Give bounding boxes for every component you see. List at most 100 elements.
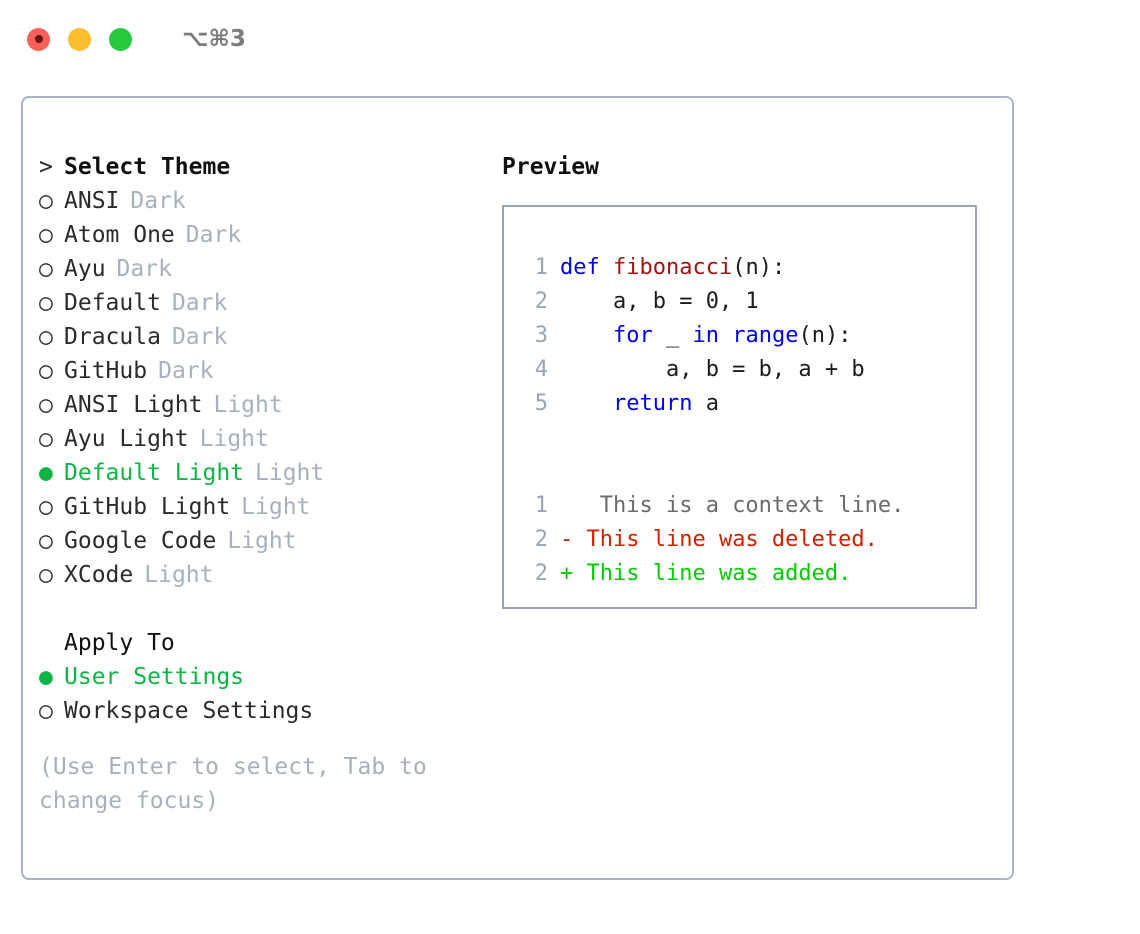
- theme-option-label: Dracula: [64, 324, 161, 350]
- radio-icon[interactable]: ○: [39, 256, 53, 282]
- theme-option-google-code[interactable]: ○ Google Code Light: [39, 524, 499, 558]
- radio-selected-icon[interactable]: ●: [39, 664, 53, 690]
- theme-option-label: XCode: [64, 562, 134, 588]
- spacer-icon: ○: [39, 626, 64, 660]
- radio-icon[interactable]: ○: [39, 698, 53, 724]
- radio-icon[interactable]: ○: [39, 290, 53, 316]
- theme-option-ayu-dark[interactable]: ○ Ayu Dark: [39, 252, 499, 286]
- theme-option-label: Atom One: [64, 222, 175, 248]
- close-button[interactable]: [27, 27, 50, 51]
- theme-variant-tag: Dark: [185, 222, 242, 248]
- radio-icon[interactable]: ○: [39, 358, 53, 384]
- maximize-button[interactable]: [109, 27, 132, 51]
- theme-option-atom-one-dark[interactable]: ○ Atom One Dark: [39, 218, 499, 252]
- radio-icon[interactable]: ○: [39, 426, 53, 452]
- line-number: 1: [534, 493, 548, 518]
- code-line: 5 return a: [522, 387, 975, 421]
- code-token-plain: [560, 387, 613, 421]
- apply-option-label: Workspace Settings: [64, 698, 314, 724]
- theme-variant-tag: Light: [255, 460, 325, 486]
- line-number: 4: [534, 357, 548, 382]
- section-spacer: [39, 592, 499, 626]
- code-line: 4 a, b = b, a + b: [522, 353, 975, 387]
- radio-selected-icon[interactable]: ●: [39, 460, 53, 486]
- diff-marker: -: [560, 527, 574, 552]
- theme-variant-tag: Dark: [158, 358, 214, 384]
- keyboard-shortcut-label: ⌥⌘3: [182, 26, 246, 52]
- apply-to-heading: ○Apply To: [39, 626, 499, 660]
- code-token-plain: a: [692, 391, 719, 416]
- window-titlebar: ⌥⌘3: [0, 0, 1140, 78]
- line-number: 1: [534, 255, 548, 280]
- radio-icon[interactable]: ○: [39, 494, 53, 520]
- line-number: 2: [534, 527, 548, 552]
- diff-text: This line was added.: [573, 561, 852, 586]
- theme-option-label: ANSI: [64, 188, 120, 214]
- theme-variant-tag: Dark: [130, 188, 186, 214]
- select-theme-heading: > Select Theme: [39, 150, 499, 184]
- theme-option-ansi-dark[interactable]: ○ ANSI Dark: [39, 184, 499, 218]
- diff-line-added: 2+ This line was added.: [522, 557, 975, 591]
- line-number: 2: [534, 289, 548, 314]
- code-token-keyword: def: [560, 255, 613, 280]
- radio-icon[interactable]: ○: [39, 188, 53, 214]
- code-blank-line: [522, 455, 975, 489]
- traffic-light-group: [27, 27, 132, 51]
- theme-variant-tag: Dark: [171, 290, 228, 316]
- theme-option-label: GitHub: [64, 358, 148, 384]
- code-blank-line: [522, 421, 975, 455]
- theme-option-ayu-light[interactable]: ○ Ayu Light Light: [39, 422, 499, 456]
- theme-variant-tag: Light: [199, 426, 269, 452]
- line-number: 3: [534, 323, 548, 348]
- theme-option-label: Ayu: [64, 256, 106, 282]
- code-token-plain: a, b = b, a + b: [560, 357, 865, 382]
- select-theme-heading-label: Select Theme: [64, 154, 231, 180]
- theme-option-label: Ayu Light: [64, 426, 189, 452]
- theme-option-default-light[interactable]: ● Default Light Light: [39, 456, 499, 490]
- keyboard-hint-text: (Use Enter to select, Tab to change focu…: [39, 754, 427, 814]
- code-line: 1 def fibonacci(n):: [522, 251, 975, 285]
- code-token-plain: (n):: [732, 255, 786, 280]
- diff-marker: [560, 489, 573, 523]
- heading-prefix-icon: >: [39, 154, 53, 180]
- code-token-keyword: return: [612, 391, 693, 416]
- theme-option-label: Google Code: [64, 528, 217, 554]
- apply-option-workspace-settings[interactable]: ○ Workspace Settings: [39, 694, 499, 728]
- radio-icon[interactable]: ○: [39, 528, 53, 554]
- radio-icon[interactable]: ○: [39, 222, 53, 248]
- radio-icon[interactable]: ○: [39, 324, 53, 350]
- theme-variant-tag: Dark: [116, 256, 172, 282]
- code-token-plain: [560, 319, 613, 353]
- apply-option-user-settings[interactable]: ●User Settings: [39, 660, 499, 694]
- theme-variant-tag: Dark: [171, 324, 228, 350]
- diff-line-context: 1 This is a context line.: [522, 489, 975, 523]
- theme-variant-tag: Light: [227, 528, 297, 554]
- code-line: 3 for _ in range(n):: [522, 319, 975, 353]
- theme-option-label: ANSI Light: [64, 392, 203, 418]
- code-line: 2 a, b = 0, 1: [522, 285, 975, 319]
- radio-icon[interactable]: ○: [39, 392, 53, 418]
- code-token-keyword: in: [692, 323, 719, 348]
- code-token-plain: (n):: [798, 323, 852, 348]
- theme-option-ansi-light[interactable]: ○ ANSI Light Light: [39, 388, 499, 422]
- code-token-keyword: range: [732, 323, 799, 348]
- theme-variant-tag: Light: [241, 494, 311, 520]
- diff-line-deleted: 2- This line was deleted.: [522, 523, 975, 557]
- minimize-button[interactable]: [68, 27, 91, 51]
- theme-option-label: Default Light: [64, 460, 245, 486]
- theme-variant-tag: Light: [213, 392, 283, 418]
- theme-option-dracula-dark[interactable]: ○ Dracula Dark: [39, 320, 499, 354]
- line-number: 5: [534, 391, 548, 416]
- code-token-keyword: for: [612, 323, 653, 348]
- code-token-function: fibonacci: [612, 255, 733, 280]
- theme-option-github-dark[interactable]: ○ GitHub Dark: [39, 354, 499, 388]
- radio-icon[interactable]: ○: [39, 562, 53, 588]
- preview-title: Preview: [502, 154, 599, 180]
